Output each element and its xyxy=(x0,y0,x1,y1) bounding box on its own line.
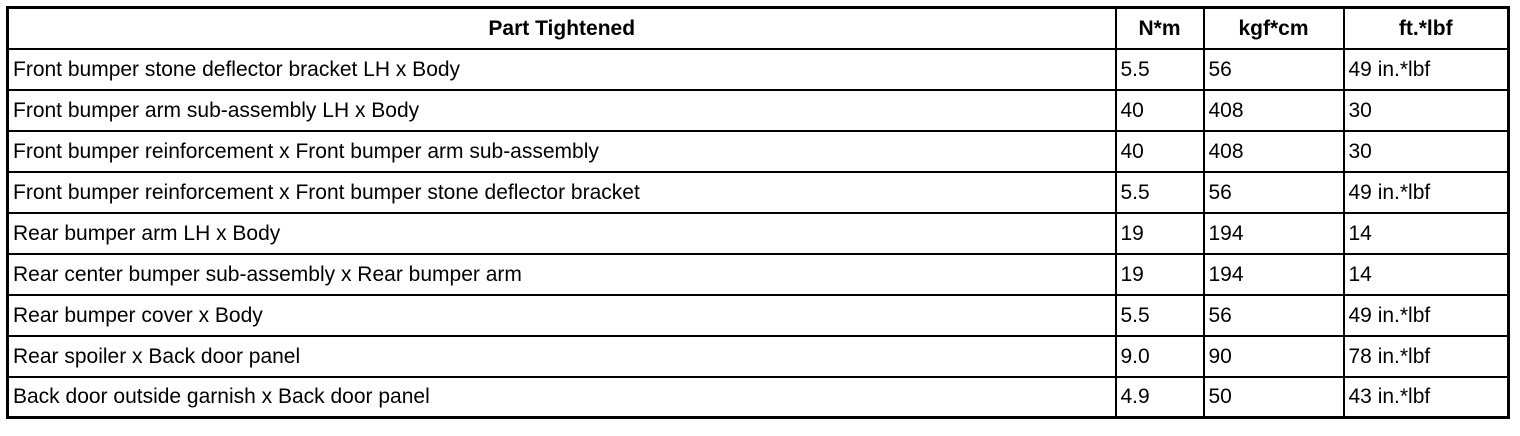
torque-spec-document: Part Tightened N*m kgf*cm ft.*lbf Front … xyxy=(6,6,1510,419)
cell-ft: 30 xyxy=(1342,88,1510,132)
cell-ft: 43 in.*lbf xyxy=(1342,375,1510,419)
header-part-tightened: Part Tightened xyxy=(6,6,1117,50)
cell-nm: 5.5 xyxy=(1114,293,1205,337)
header-ft-lbf: ft.*lbf xyxy=(1342,6,1510,50)
table-row: Rear bumper cover x Body 5.5 56 49 in.*l… xyxy=(6,293,1510,337)
cell-ft: 49 in.*lbf xyxy=(1342,293,1510,337)
table-row: Rear center bumper sub-assembly x Rear b… xyxy=(6,252,1510,296)
cell-part: Rear center bumper sub-assembly x Rear b… xyxy=(6,252,1117,296)
cell-nm: 5.5 xyxy=(1114,170,1205,214)
header-kgf-cm: kgf*cm xyxy=(1202,6,1345,50)
cell-kgf: 408 xyxy=(1202,129,1345,173)
cell-ft: 30 xyxy=(1342,129,1510,173)
cell-ft: 49 in.*lbf xyxy=(1342,170,1510,214)
cell-part: Front bumper reinforcement x Front bumpe… xyxy=(6,129,1117,173)
cell-part: Rear spoiler x Back door panel xyxy=(6,334,1117,378)
cell-ft: 78 in.*lbf xyxy=(1342,334,1510,378)
table-row: Front bumper reinforcement x Front bumpe… xyxy=(6,170,1510,214)
cell-nm: 19 xyxy=(1114,211,1205,255)
cell-nm: 5.5 xyxy=(1114,47,1205,91)
table-row: Rear spoiler x Back door panel 9.0 90 78… xyxy=(6,334,1510,378)
header-row: Part Tightened N*m kgf*cm ft.*lbf xyxy=(6,6,1510,50)
table-row: Front bumper reinforcement x Front bumpe… xyxy=(6,129,1510,173)
cell-nm: 4.9 xyxy=(1114,375,1205,419)
cell-kgf: 56 xyxy=(1202,293,1345,337)
table-row: Rear bumper arm LH x Body 19 194 14 xyxy=(6,211,1510,255)
cell-nm: 40 xyxy=(1114,88,1205,132)
cell-part: Front bumper arm sub-assembly LH x Body xyxy=(6,88,1117,132)
cell-part: Front bumper stone deflector bracket LH … xyxy=(6,47,1117,91)
table-body: Front bumper stone deflector bracket LH … xyxy=(6,47,1510,419)
cell-part: Rear bumper cover x Body xyxy=(6,293,1117,337)
header-newton-meter: N*m xyxy=(1114,6,1205,50)
table-row: Front bumper arm sub-assembly LH x Body … xyxy=(6,88,1510,132)
table-header: Part Tightened N*m kgf*cm ft.*lbf xyxy=(6,6,1510,50)
cell-ft: 14 xyxy=(1342,252,1510,296)
cell-ft: 14 xyxy=(1342,211,1510,255)
cell-part: Back door outside garnish x Back door pa… xyxy=(6,375,1117,419)
cell-kgf: 90 xyxy=(1202,334,1345,378)
cell-kgf: 194 xyxy=(1202,252,1345,296)
torque-spec-table: Part Tightened N*m kgf*cm ft.*lbf Front … xyxy=(6,6,1510,419)
cell-nm: 9.0 xyxy=(1114,334,1205,378)
cell-kgf: 56 xyxy=(1202,47,1345,91)
cell-kgf: 408 xyxy=(1202,88,1345,132)
cell-nm: 40 xyxy=(1114,129,1205,173)
cell-kgf: 50 xyxy=(1202,375,1345,419)
cell-kgf: 56 xyxy=(1202,170,1345,214)
cell-ft: 49 in.*lbf xyxy=(1342,47,1510,91)
cell-part: Rear bumper arm LH x Body xyxy=(6,211,1117,255)
table-row: Front bumper stone deflector bracket LH … xyxy=(6,47,1510,91)
table-row: Back door outside garnish x Back door pa… xyxy=(6,375,1510,419)
cell-nm: 19 xyxy=(1114,252,1205,296)
cell-part: Front bumper reinforcement x Front bumpe… xyxy=(6,170,1117,214)
cell-kgf: 194 xyxy=(1202,211,1345,255)
